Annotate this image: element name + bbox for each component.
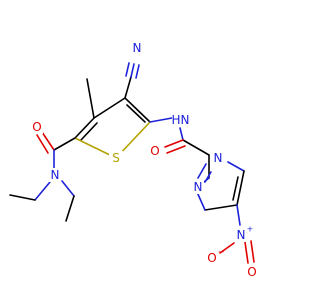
bond-c3-c4 — [93, 97, 126, 119]
bond-nitrile-3 — [135, 64, 140, 79]
atom-amide-h: H — [171, 113, 180, 127]
bond-nh-carbonyl — [179, 127, 184, 141]
atom-nitro-o1-charge: − — [218, 248, 225, 257]
bond-c2-carbonyl — [53, 137, 76, 151]
molecule-structure: N S H N O N O N N N + O − O — [9, 41, 258, 279]
bond-carbonyl-ch2 — [182, 139, 210, 156]
bond-c4-c5-inner — [126, 104, 146, 123]
bond-layer — [9, 62, 255, 264]
atom-amide-n: N — [181, 113, 190, 127]
bond-methyl — [86, 78, 95, 119]
atom-label-layer: N S H N O N O N N N + O − O — [31, 41, 258, 279]
atom-carboxamide-o: O — [32, 120, 41, 134]
bond-c3-c4p-inner — [232, 176, 239, 201]
bond-ethyl1 — [9, 194, 36, 201]
atom-nitro-o1: O — [207, 251, 216, 265]
atom-nitrile-n: N — [133, 41, 142, 55]
atom-thiophene-s: S — [112, 151, 120, 165]
bond-c4p-c5p — [204, 204, 238, 211]
bond-nitro-o1 — [219, 242, 235, 254]
bond-co-2 — [36, 134, 49, 154]
bond-ethyl2 — [65, 195, 75, 222]
bond-n1-n2-inner — [204, 171, 212, 183]
atom-linker-o: O — [150, 144, 159, 158]
bond-linker-co-1 — [164, 139, 184, 148]
atom-nitro-o2: O — [247, 265, 256, 279]
bond-c5p-n1 — [196, 191, 206, 211]
bond-c4-cn — [124, 76, 132, 99]
atom-nitro-n: N — [237, 228, 246, 242]
bond-nitrile-1 — [130, 63, 135, 78]
bond-n1-n2 — [197, 163, 207, 179]
atom-carboxamide-n: N — [51, 168, 60, 182]
bond-nitrile-2 — [125, 62, 130, 77]
bond-c4p-nitro — [236, 204, 241, 226]
bond-c2-c3-inner — [80, 122, 98, 141]
bond-c5-nh — [149, 117, 173, 123]
bond-n-ethyl2 — [61, 180, 75, 197]
bond-linker-co-2 — [166, 145, 186, 154]
atom-nitro-n-charge: + — [247, 225, 254, 234]
bond-n-ethyl1 — [34, 181, 51, 201]
bond-nitro-o2a — [244, 241, 249, 264]
bond-nitro-o2b — [250, 240, 255, 263]
atom-pyrazole-n2: N — [214, 151, 223, 165]
bond-c4-c5 — [124, 97, 151, 123]
bond-c3-c4p — [236, 170, 245, 206]
bond-c2-c3 — [74, 117, 95, 139]
bond-co-1 — [41, 131, 55, 151]
atom-pyrazole-n1: N — [194, 180, 203, 194]
bond-n2-c3 — [227, 161, 245, 172]
